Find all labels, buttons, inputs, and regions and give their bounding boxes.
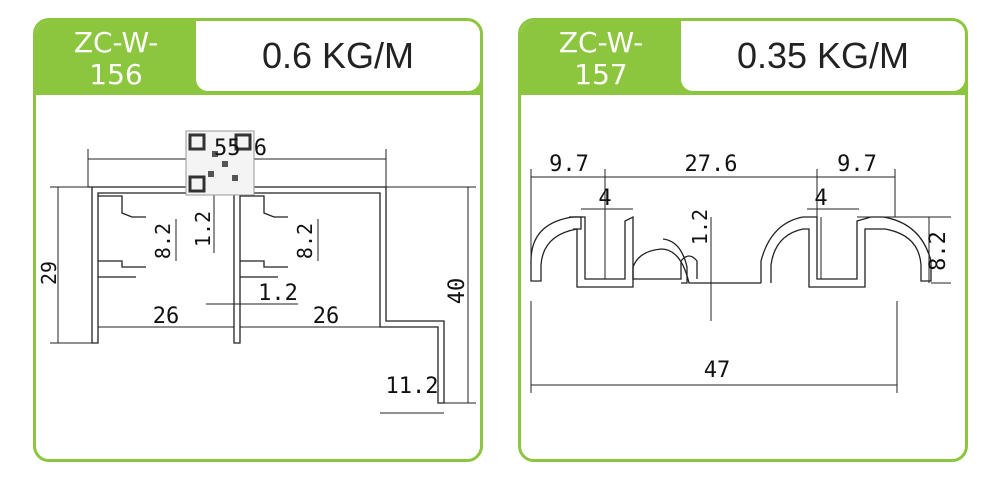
profile-outline xyxy=(530,215,932,288)
dim-width-right: 26 xyxy=(313,304,340,329)
profile-drawing-zc-w-157: 9.7 27.6 9.7 4 4 1.2 8.2 47 xyxy=(530,152,951,393)
dim-width-left: 26 xyxy=(153,304,180,329)
dim-height-left: 29 xyxy=(37,261,61,285)
product-code-line2: 156 xyxy=(89,58,143,91)
product-code-line2: 157 xyxy=(574,58,628,91)
dim-gap-horizontal: 1.2 xyxy=(258,281,298,306)
dim-height: 8.2 xyxy=(926,231,951,271)
dim-right-flange: 9.7 xyxy=(837,152,877,177)
dim-height-right: 40 xyxy=(445,278,470,305)
dim-slot-left: 8.2 xyxy=(151,223,175,259)
dim-slot-right: 4 xyxy=(814,186,827,211)
dim-top-width: 55 6 xyxy=(214,136,267,161)
profile-drawing-zc-w-156: 55 6 29 40 8.2 8.2 1.2 26 26 1.2 11.2 xyxy=(37,130,476,414)
dimension-lines xyxy=(50,149,476,414)
dim-step: 11.2 xyxy=(386,374,439,399)
card-header: ZC-W- 157 0.35 KG/M xyxy=(521,21,965,95)
weight-box: 0.6 KG/M xyxy=(196,21,480,91)
weight-box: 0.35 KG/M xyxy=(681,21,965,91)
dimension-lines xyxy=(530,169,951,393)
dim-center: 27.6 xyxy=(685,152,738,177)
product-code: ZC-W- 156 xyxy=(36,21,196,95)
product-card-zc-w-157: ZC-W- 157 0.35 KG/M xyxy=(518,18,968,462)
dim-slot-right: 8.2 xyxy=(293,223,317,259)
card-header: ZC-W- 156 0.6 KG/M xyxy=(36,21,480,95)
product-code: ZC-W- 157 xyxy=(521,21,681,95)
product-card-zc-w-156: ZC-W- 156 0.6 KG/M xyxy=(33,18,483,462)
product-weight: 0.6 KG/M xyxy=(261,35,415,76)
profile-outline xyxy=(88,186,445,404)
qr-code-overlay xyxy=(185,130,255,196)
dim-total-width: 47 xyxy=(704,358,731,383)
product-weight: 0.35 KG/M xyxy=(736,35,910,76)
product-code-line1: ZC-W- xyxy=(558,26,644,59)
dim-slot-left: 4 xyxy=(598,186,611,211)
dim-left-flange: 9.7 xyxy=(549,152,589,177)
product-code-line1: ZC-W- xyxy=(73,26,159,59)
dim-thickness: 1.2 xyxy=(688,209,712,245)
dim-gap-vertical: 1.2 xyxy=(191,211,215,247)
